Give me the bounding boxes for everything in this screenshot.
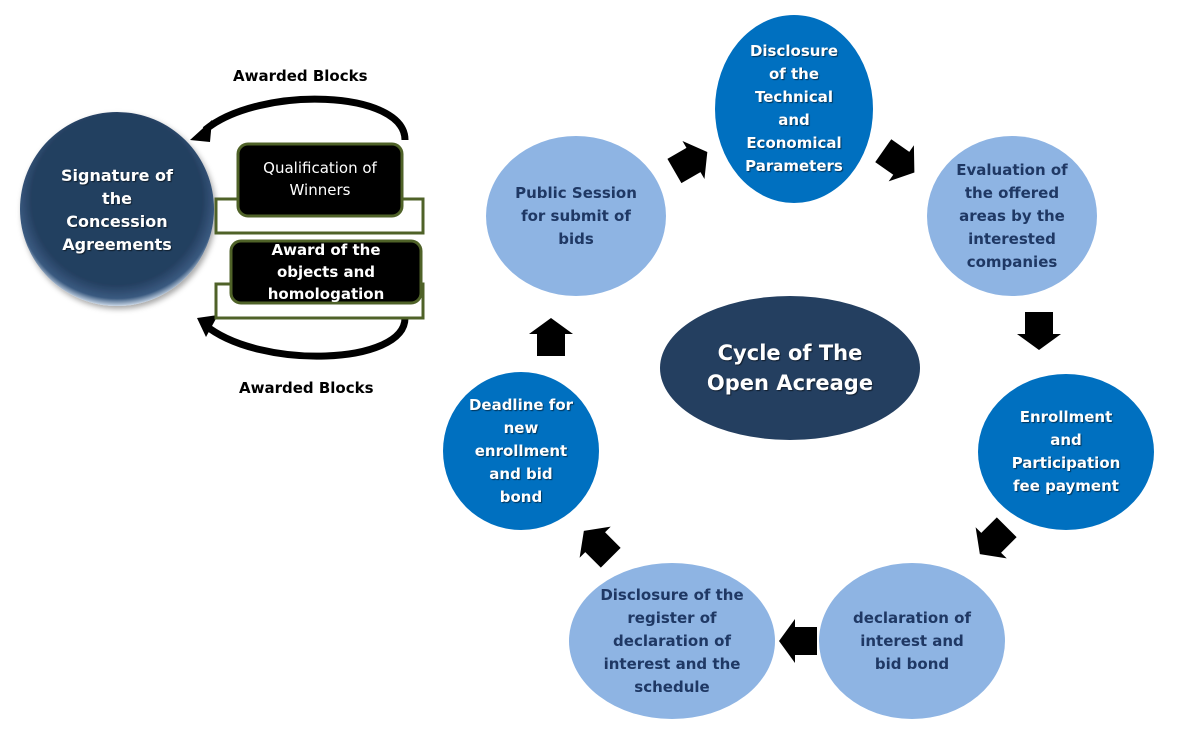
cycle-arrow-5-icon xyxy=(779,619,817,663)
awarded-blocks-bottom-arrowhead xyxy=(197,315,218,337)
signature-circle xyxy=(20,112,214,306)
cycle-step-2-label: Disclosure of the Technical and Economic… xyxy=(745,42,843,175)
cycle-step-7-ellipse xyxy=(443,372,599,530)
awarded-blocks-bottom-arrow xyxy=(202,317,409,360)
awarded-blocks-top-arrow xyxy=(202,95,409,141)
cycle-step-1-label: Public Session for submit of bids xyxy=(515,183,637,248)
cycle-step-4-label: Enrollment and Participation fee payment xyxy=(1011,408,1121,495)
qualification-label: Qualification of Winners xyxy=(263,159,377,199)
qualification-box xyxy=(236,142,404,218)
award-label: Award of the objects and homologation xyxy=(267,241,385,303)
cycle-step-4-ellipse xyxy=(978,374,1154,530)
cycle-step-1-ellipse xyxy=(486,136,666,296)
cycle-arrow-7-icon xyxy=(529,318,573,356)
cycle-step-3-label: Evaluation of the offered areas by the i… xyxy=(956,160,1068,271)
cycle-arrow-6-icon xyxy=(579,526,621,568)
signature-label: Signature of the Concession Agreements xyxy=(61,166,173,254)
cycle-step-5-ellipse xyxy=(819,563,1005,719)
cycle-center-ellipse xyxy=(660,296,920,440)
cycle-step-3-ellipse xyxy=(927,136,1097,296)
cycle-step-6-ellipse xyxy=(569,563,775,719)
awarded-blocks-top-arrowhead xyxy=(190,120,212,142)
cycle-arrow-3-icon xyxy=(1017,312,1061,350)
cycle-step-2-ellipse xyxy=(715,15,873,203)
cycle-arrow-2-icon xyxy=(875,139,915,182)
award-box xyxy=(229,239,423,305)
cycle-arrow-1-icon xyxy=(667,140,708,184)
awarded-blocks-top-label: Awarded Blocks xyxy=(233,67,368,85)
cycle-step-5-label: declaration of interest and bid bond xyxy=(853,608,971,673)
cycle-step-7-label: Deadline for new enrollment and bid bond xyxy=(468,395,574,506)
cycle-step-6-label: Disclosure of the register of declaratio… xyxy=(600,585,744,696)
awarded-blocks-bottom-label: Awarded Blocks xyxy=(239,379,374,397)
cycle-center-title: Cycle of The Open Acreage xyxy=(706,341,874,395)
cycle-arrow-4-icon xyxy=(975,517,1017,559)
